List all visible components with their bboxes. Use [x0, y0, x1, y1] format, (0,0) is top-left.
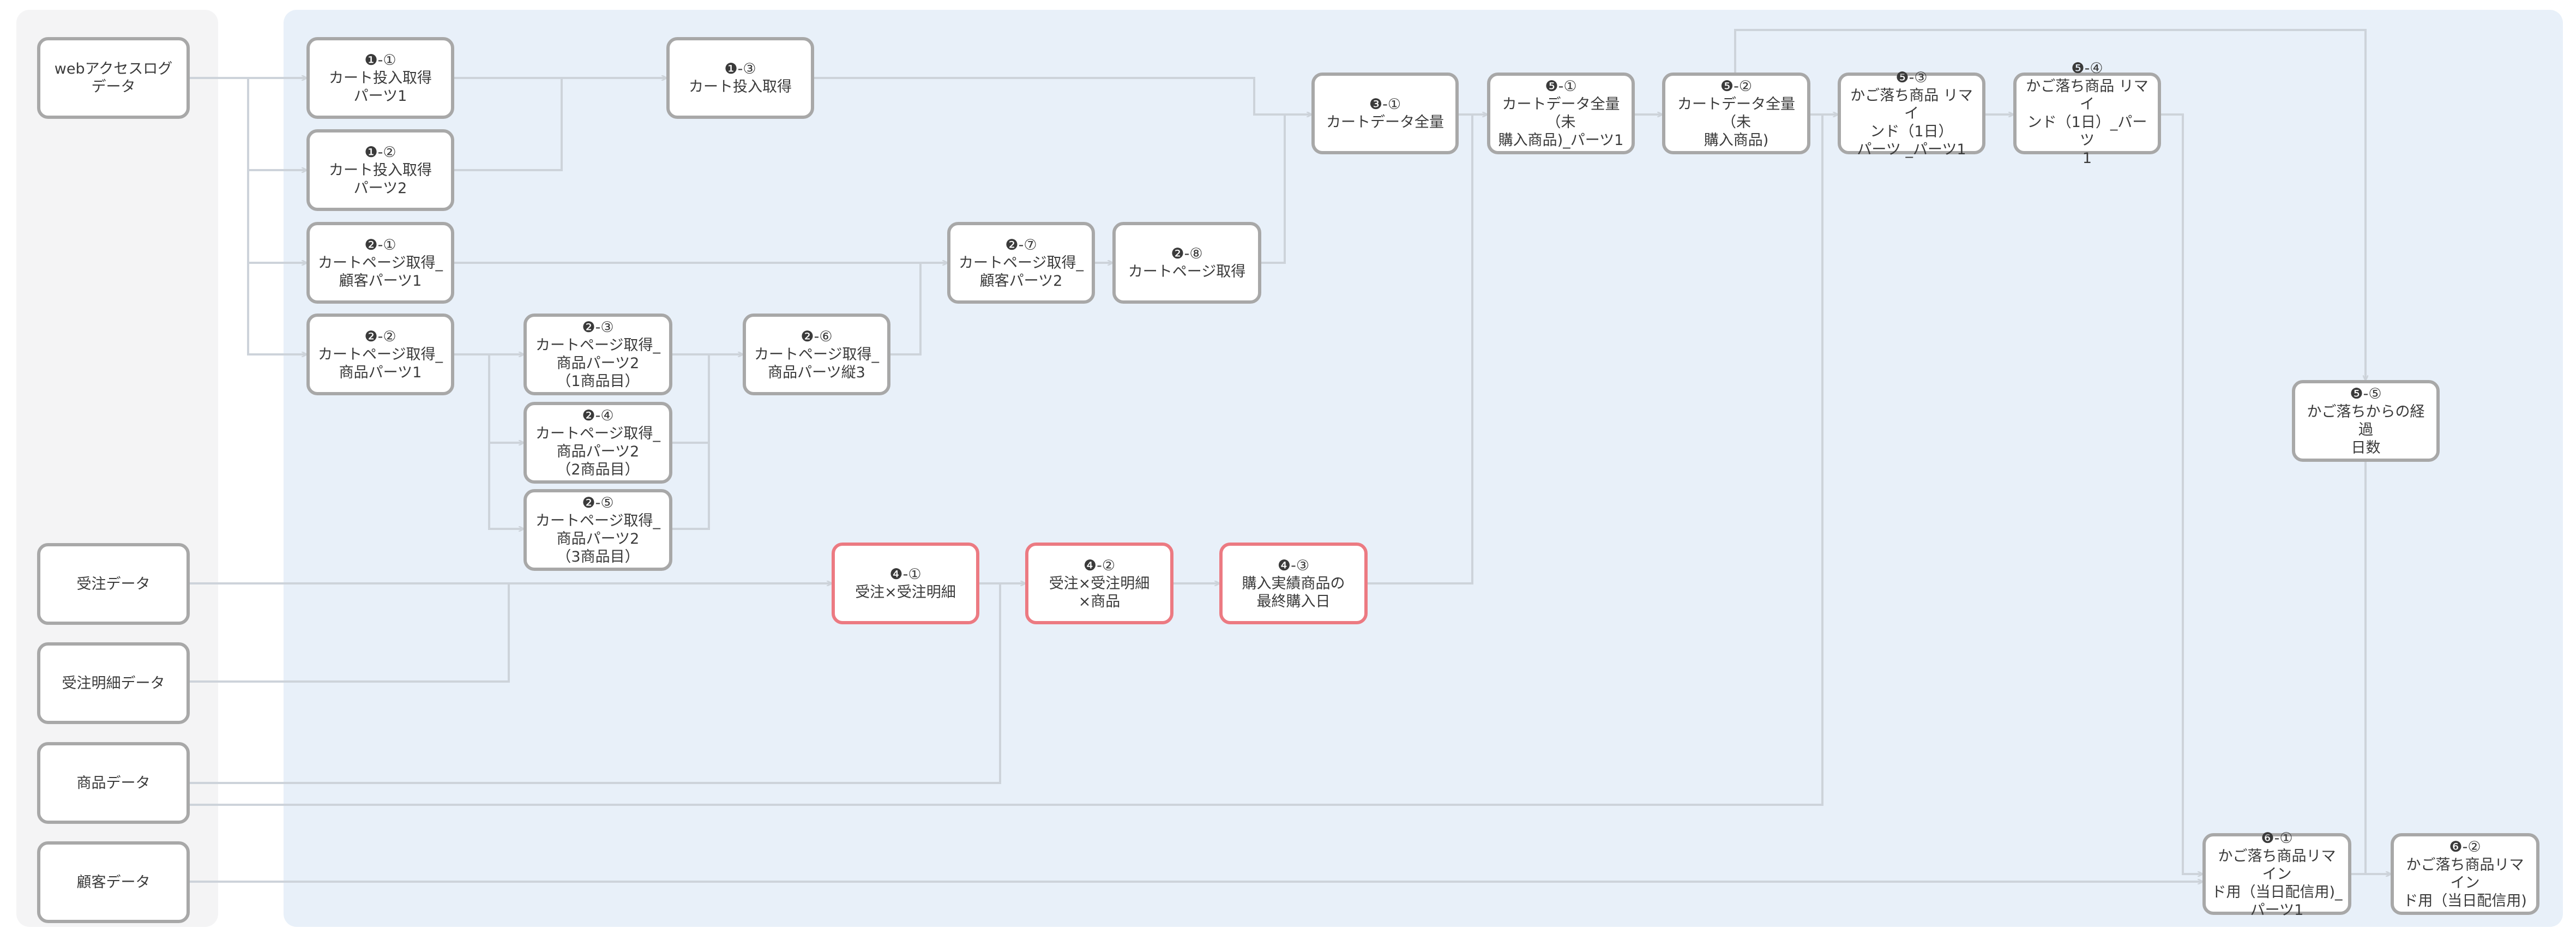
node-id: ❸-①	[1369, 96, 1401, 113]
node-label: かご落ち商品リマイン ド用（当日配信用)	[2403, 857, 2527, 909]
node-label: カートページ取得_ 顧客パーツ2	[959, 254, 1084, 290]
edge-5-5-to-6-2	[2364, 462, 2391, 874]
node-id: ❻-②	[2449, 839, 2481, 855]
node-id: ❹-③	[1277, 557, 1310, 574]
edge-5-4-to-6-1	[2161, 113, 2202, 874]
node-label: カートページ取得_ 商品パーツ2 （3商品目）	[535, 513, 660, 565]
node-label: カートページ取得_ 商品パーツ1	[318, 346, 443, 381]
source-web-access-log: webアクセスログ データ	[37, 37, 190, 119]
node-id: ❷-④	[582, 407, 614, 424]
node-id: ❷-⑥	[801, 328, 833, 345]
node-label: カート投入取得	[689, 79, 792, 95]
node-id: ❷-②	[364, 328, 396, 345]
node-label: カートページ取得	[1128, 263, 1246, 280]
edge-2-4-to-2-6	[672, 354, 710, 444]
source-web-label: webアクセスログ データ	[54, 61, 173, 95]
edge-product-to-4-2	[190, 583, 1001, 784]
node-id: ❷-⑧	[1171, 245, 1203, 262]
node-id: ❷-③	[582, 319, 614, 336]
node-label: カートページ取得_ 商品パーツ2 （2商品目）	[535, 425, 660, 478]
node-6-2: ❻-② かご落ち商品リマイン ド用（当日配信用)	[2391, 833, 2539, 915]
node-label: かご落ち商品 リマイ ンド（1日） パーツ _パーツ1	[1850, 87, 1973, 158]
edge-web-to-2-2	[247, 263, 306, 354]
node-id: ❷-①	[364, 236, 396, 254]
edge-2-5-to-2-6	[672, 443, 710, 530]
node-id: ❹-①	[889, 566, 922, 583]
node-label: カートデータ全量	[1326, 114, 1444, 131]
node-label: カート投入取得 パーツ2	[329, 161, 432, 197]
node-label: かご落ち商品リマイン ド用（当日配信用)_ パーツ1	[2211, 847, 2343, 919]
source-order-detail-data: 受注明細データ	[37, 642, 190, 724]
node-label: カート投入取得 パーツ1	[329, 69, 432, 105]
node-id: ❺-④	[2071, 60, 2103, 77]
node-id: ❶-①	[364, 51, 396, 69]
edge-2-2-to-2-4	[488, 354, 523, 443]
node-label: カートデータ全量（未 購入商品)_パーツ1	[1498, 96, 1624, 149]
edge-1-2-to-1-3	[454, 78, 563, 171]
node-id: ❺-①	[1545, 78, 1577, 95]
node-id: ❷-⑤	[582, 495, 614, 511]
node-label: カートページ取得_ 商品パーツ縦3	[754, 346, 879, 381]
node-label: カートデータ全量（未 購入商品)	[1677, 96, 1795, 149]
node-id: ❶-③	[724, 61, 756, 77]
edge-2-6-to-2-7	[890, 263, 922, 355]
node-label: 受注×受注明細	[855, 584, 956, 601]
node-label: かご落ち商品 リマイ ンド（1日）_パーツ 1	[2026, 78, 2148, 167]
edge-order-detail-to-4-1	[190, 583, 510, 683]
node-2-5: ❷-⑤ カートページ取得_ 商品パーツ2 （3商品目）	[523, 489, 672, 571]
edge-4-3-to-5-1	[1368, 115, 1473, 584]
node-id: ❷-⑦	[1005, 236, 1037, 254]
node-1-3: ❶-③ カート投入取得	[666, 37, 814, 119]
edge-5-2-to-5-5	[1734, 29, 2366, 380]
edge-2-2-to-2-5	[488, 443, 523, 529]
node-label: 受注×受注明細 ×商品	[1049, 575, 1150, 610]
node-id: ❹-②	[1083, 557, 1116, 574]
source-order-data: 受注データ	[37, 543, 190, 625]
edge-2-8-to-3-1	[1261, 115, 1286, 264]
source-product-data: 商品データ	[37, 742, 190, 824]
source-product-label: 商品データ	[76, 774, 151, 792]
edge-product-to-5-3	[190, 115, 1823, 806]
node-label: カートページ取得_ 商品パーツ2 （1商品目）	[535, 337, 660, 390]
node-id: ❶-②	[364, 143, 396, 161]
source-order-label: 受注データ	[76, 575, 151, 593]
node-label: カートページ取得_ 顧客パーツ1	[318, 254, 443, 290]
source-order-detail-label: 受注明細データ	[62, 674, 165, 692]
node-id: ❺-⑤	[2350, 385, 2382, 402]
node-id: ❺-②	[1720, 78, 1753, 95]
source-customer-data: 顧客データ	[37, 841, 190, 923]
node-id: ❺-③	[1895, 69, 1928, 86]
node-label: かご落ちからの経過 日数	[2307, 403, 2425, 456]
source-customer-label: 顧客データ	[76, 873, 151, 891]
node-label: 購入実績商品の 最終購入日	[1242, 575, 1345, 610]
edge-1-3-to-3-1	[814, 77, 1311, 115]
node-id: ❻-①	[2261, 829, 2293, 847]
